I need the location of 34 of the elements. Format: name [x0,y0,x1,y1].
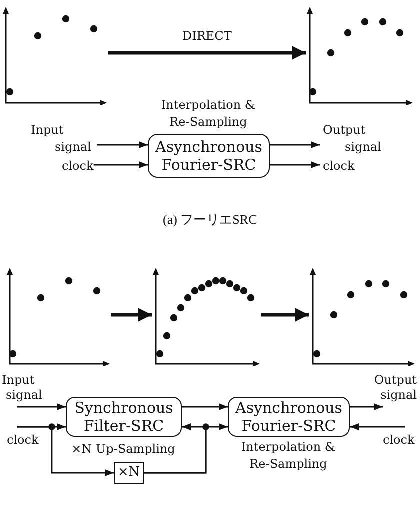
clock-label: clock [62,158,94,175]
arrow [108,46,306,60]
block-title: Asynchronous Fourier-SRC [234,399,344,435]
scatter-plot [306,6,414,105]
arrow [94,162,148,168]
scatter-plot [309,267,416,366]
figure-caption: (a) フーリエSRC [163,212,258,228]
scatter-plot [6,267,111,366]
multiplier-box [114,462,144,484]
edge-label: DIRECT [180,28,234,44]
arrow [270,162,320,168]
clock-label: clock [323,158,355,175]
arrow [17,404,66,410]
annotation: Interpolation & Re-Sampling [160,96,257,130]
block-title: Asynchronous Fourier-SRC [154,138,264,174]
arrow [350,404,383,410]
arrow [17,426,114,476]
clock-label: clock [7,427,39,448]
arrow [270,142,320,148]
arrow [182,404,228,410]
arrow [144,424,228,474]
block-title: ×N [118,465,140,481]
arrow [350,424,405,430]
scatter-plot [152,267,261,366]
input-signal-label: Input signal [2,373,48,407]
scatter-plot [2,6,108,105]
clock-label: clock [383,427,415,448]
output-signal-label: Output signal [368,373,417,407]
block-title: Synchronous Filter-SRC [74,399,174,435]
annotation: ×N Up-Sampling [70,440,176,458]
arrow [261,308,309,322]
arrow [97,142,148,148]
annotation: Interpolation & Re-Sampling [240,438,337,472]
arrow [111,308,152,322]
